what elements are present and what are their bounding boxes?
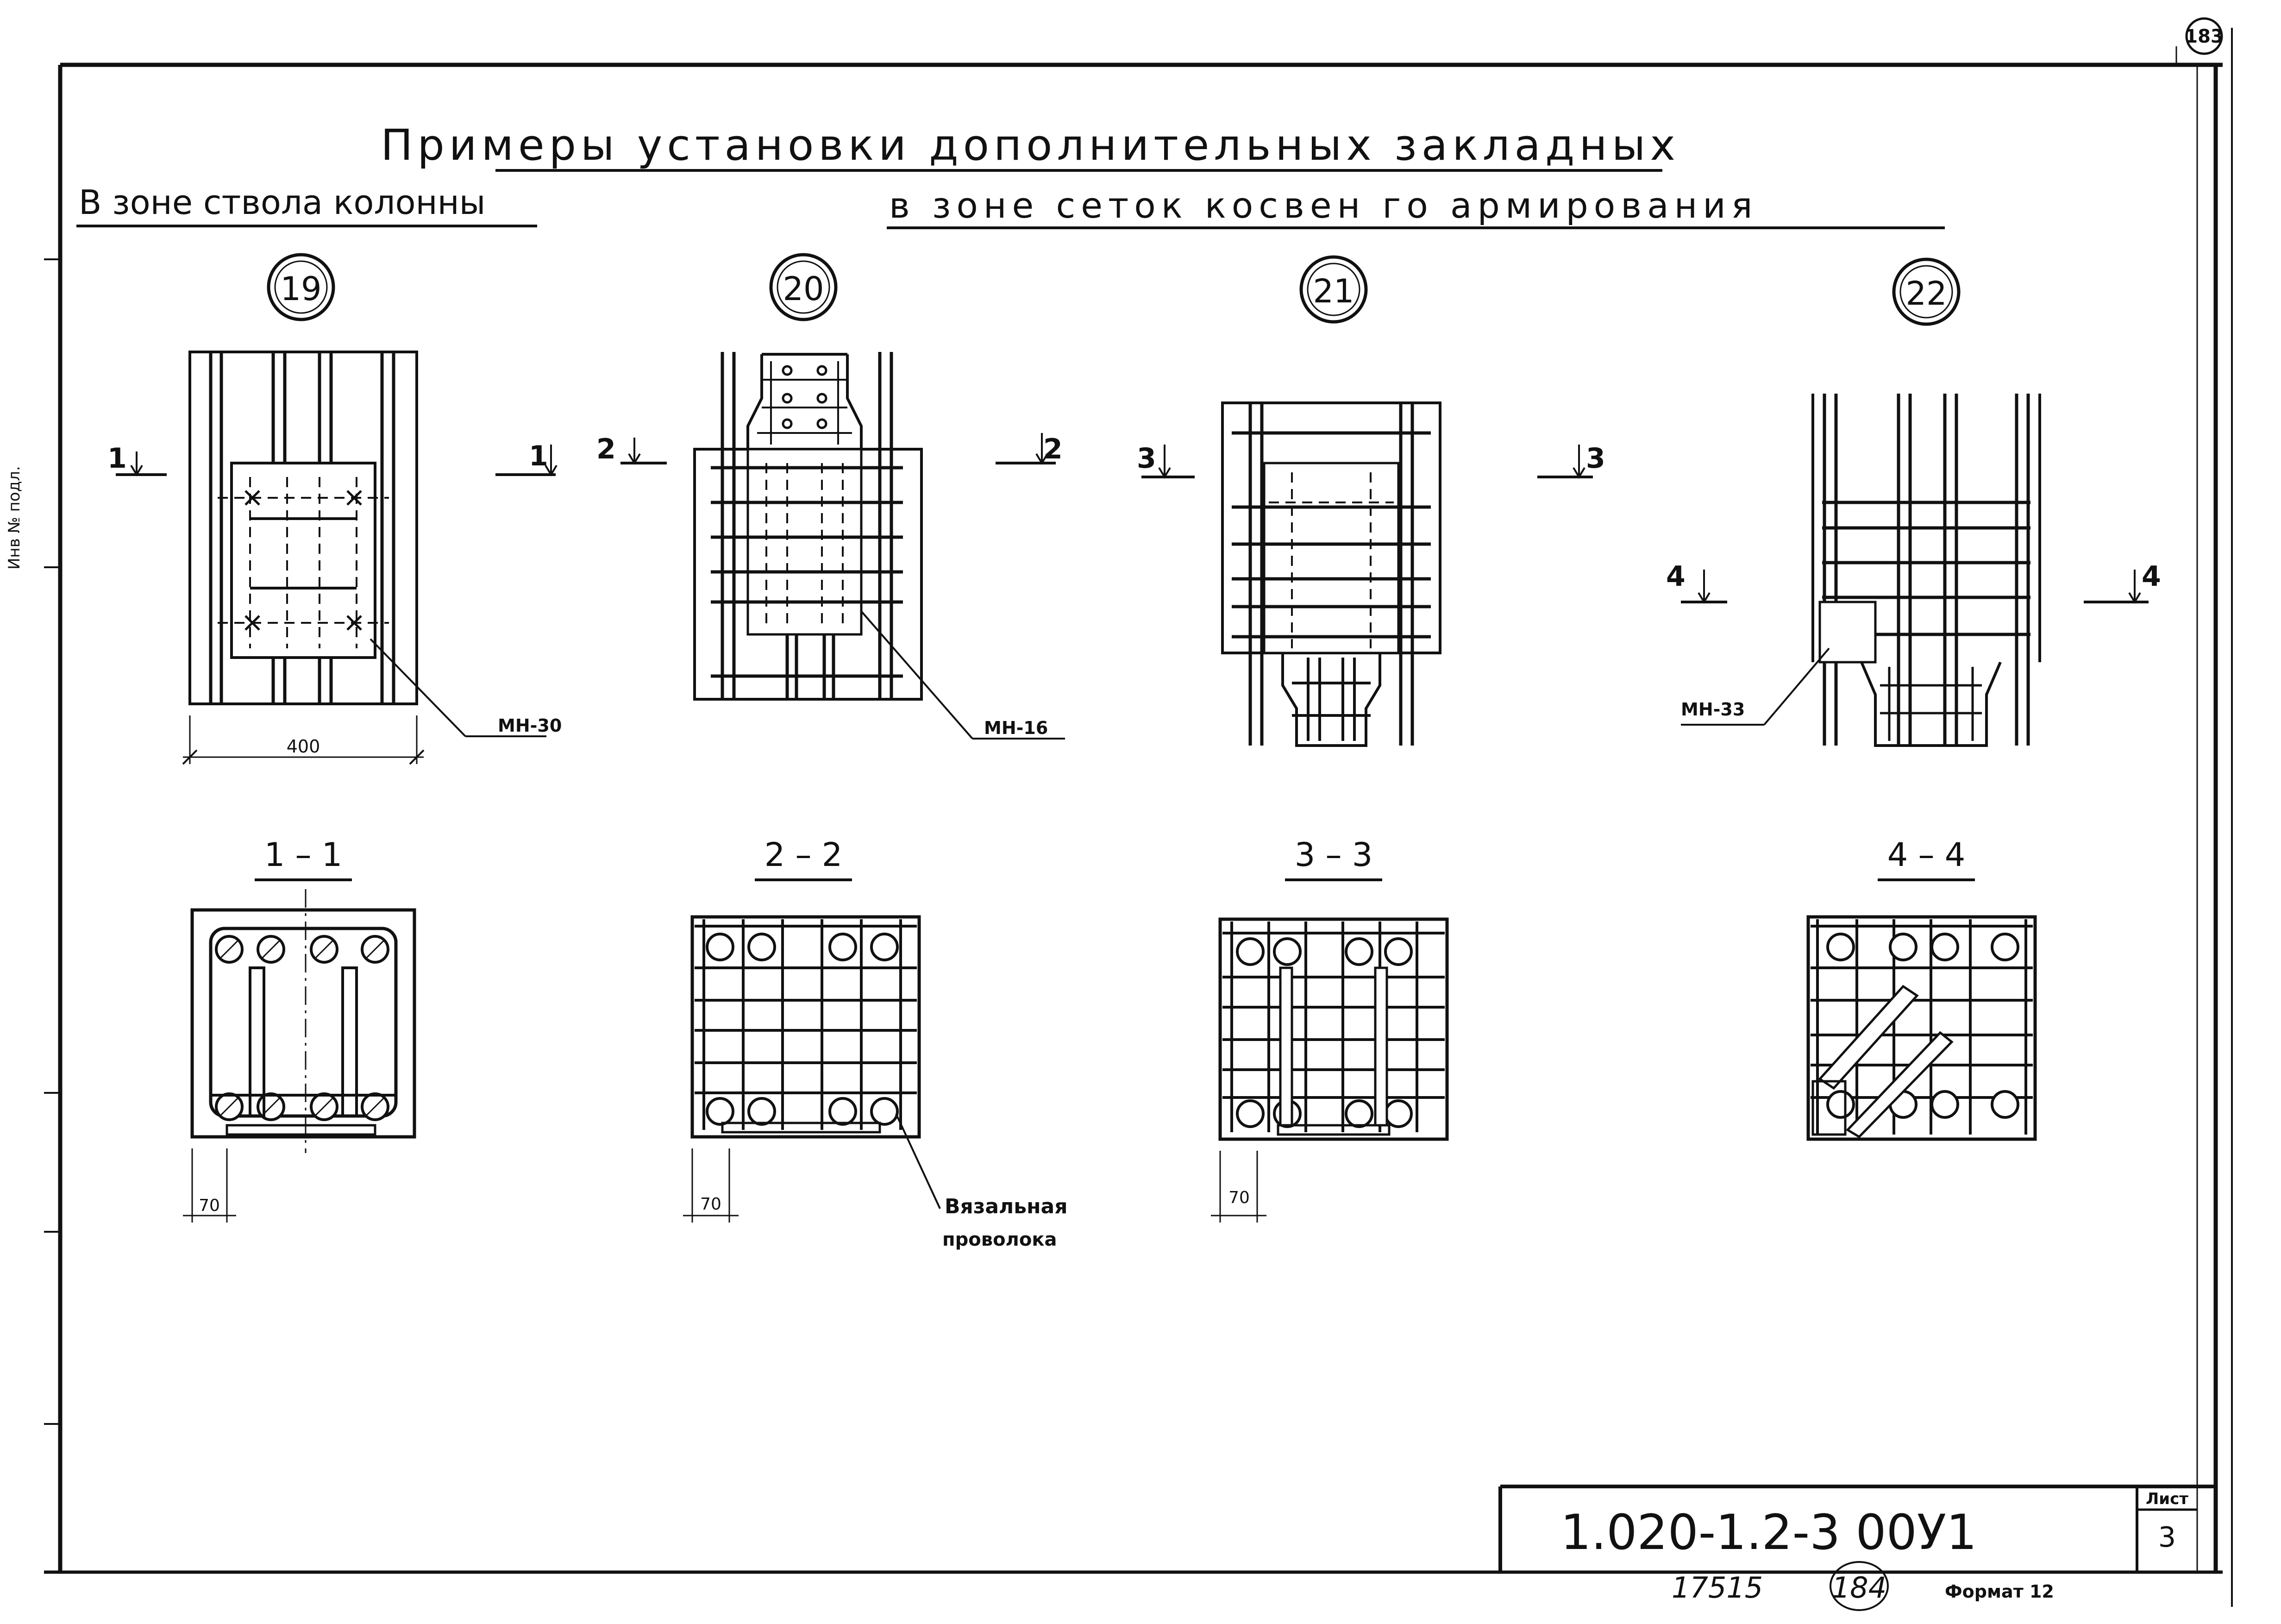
title-block	[1498, 1485, 2216, 1572]
title-block-sheet-label: Лист	[2146, 1490, 2188, 1508]
detail-20-section-right: 2	[1043, 433, 1063, 465]
detail-22-section-left: 4	[1666, 560, 1686, 593]
corner-sheet-number: 183	[2185, 17, 2224, 55]
detail-number-22: 22	[1892, 257, 1961, 326]
section-3-title: 3 – 3	[1295, 836, 1373, 874]
subtitle-right: в зоне сеток косвен го армирования	[889, 185, 1758, 226]
corner-sheet-number-text: 183	[2185, 26, 2224, 47]
section-1-dim: 70	[199, 1196, 220, 1215]
detail-number-19: 19	[267, 253, 335, 321]
detail-19-mark: МН-30	[498, 715, 562, 736]
detail-22-section-right: 4	[2142, 560, 2161, 593]
wire-label-line1: Вязальная	[945, 1195, 1067, 1218]
footer-page-oval	[1830, 1561, 1889, 1611]
detail-19-drawing	[116, 351, 558, 765]
detail-19-section-left: 1	[107, 442, 127, 475]
section-2-dim: 70	[700, 1195, 721, 1214]
section-4-drawing	[1806, 915, 2037, 1141]
subtitle-left: В зоне ствола колонны	[79, 183, 486, 222]
section-1-drawing	[183, 889, 416, 1223]
detail-20-mark: МН-16	[984, 718, 1048, 738]
main-title: Примеры установки дополнительных закладн…	[381, 120, 1680, 170]
title-block-code: 1.020-1.2-3 00У1	[1560, 1504, 1977, 1561]
side-stamp: Инв № подл.	[5, 466, 24, 570]
detail-20-drawing	[620, 352, 1065, 740]
section-2-drawing	[683, 915, 941, 1223]
detail-number-20: 20	[769, 253, 838, 321]
footer-page: 184	[1832, 1571, 1886, 1605]
sheet-frame	[44, 28, 2233, 1607]
wire-label-line2: проволока	[942, 1229, 1057, 1250]
section-4-title: 4 – 4	[1887, 836, 1966, 874]
detail-19-section-right: 1	[529, 440, 548, 472]
section-2-title: 2 – 2	[765, 836, 843, 874]
detail-number-21: 21	[1299, 255, 1368, 324]
section-3-dim: 70	[1228, 1188, 1250, 1207]
detail-19-dim: 400	[287, 736, 320, 757]
svg-text:20: 20	[783, 270, 824, 308]
svg-text:21: 21	[1313, 272, 1354, 310]
detail-22-drawing	[1681, 394, 2149, 747]
detail-21-drawing	[1141, 401, 1593, 747]
section-3-drawing	[1211, 917, 1449, 1223]
detail-21-section-left: 3	[1137, 442, 1156, 475]
detail-21-section-right: 3	[1586, 442, 1605, 475]
title-block-sheet-value: 3	[2158, 1521, 2176, 1554]
detail-22-mark: МН-33	[1681, 699, 1745, 720]
svg-text:22: 22	[1905, 275, 1947, 313]
svg-text:19: 19	[280, 270, 321, 308]
footer-format: Формат 12	[1945, 1581, 2054, 1602]
footer-inv: 17515	[1672, 1571, 1763, 1605]
detail-20-section-left: 2	[596, 433, 616, 465]
section-1-title: 1 – 1	[264, 836, 343, 874]
